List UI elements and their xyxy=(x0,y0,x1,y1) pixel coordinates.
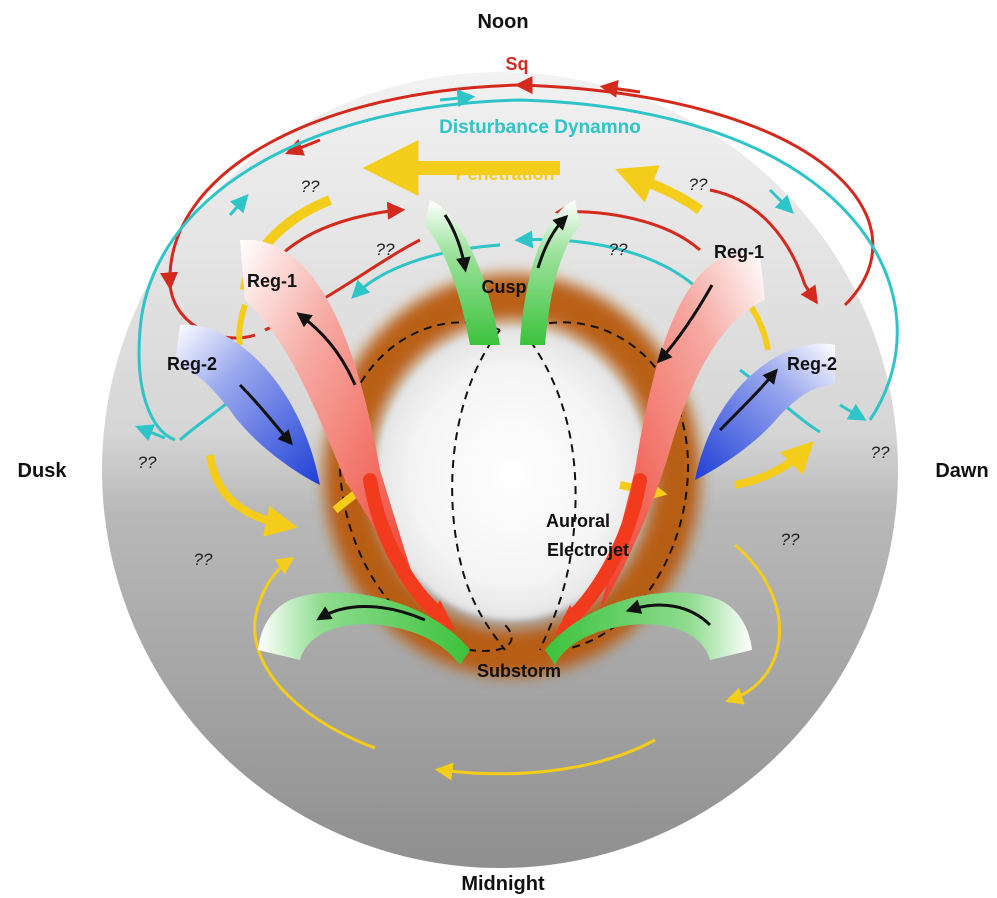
outer-yellow-circulation xyxy=(253,543,781,781)
label-disturbance-dynamo: Disturbance Dynamno xyxy=(439,117,641,138)
label-dawn: Dawn xyxy=(935,460,988,482)
cusp-current-dawn xyxy=(520,200,580,345)
label-reg1-dusk: Reg-1 xyxy=(247,271,297,291)
flow-arrows xyxy=(238,214,778,627)
label-reg2-dusk: Reg-2 xyxy=(167,354,217,374)
auroral-electrojet-arrows xyxy=(363,473,647,627)
label-noon: Noon xyxy=(477,11,528,33)
unknown-mark: ?? xyxy=(376,240,395,259)
unknown-mark: ?? xyxy=(194,550,213,569)
unknown-mark: ?? xyxy=(301,177,320,196)
label-reg2-dawn: Reg-2 xyxy=(787,354,837,374)
region2-dawn-current xyxy=(695,343,835,480)
unknown-mark: ?? xyxy=(138,453,157,472)
label-midnight: Midnight xyxy=(461,873,545,895)
unknown-mark: ?? xyxy=(689,175,708,194)
unknown-mark: ?? xyxy=(871,443,890,462)
label-dusk: Dusk xyxy=(18,460,68,482)
region1-dawn-current xyxy=(600,253,765,610)
unknown-mark: ?? xyxy=(781,530,800,549)
label-cusp: Cusp xyxy=(482,277,527,297)
cusp-current-dusk xyxy=(425,200,500,345)
label-substorm: Substorm xyxy=(477,661,561,681)
substorm-current-dusk xyxy=(258,592,470,665)
substorm-current-dawn xyxy=(545,592,752,665)
label-penetration: Penetration xyxy=(455,164,554,184)
label-sq: Sq xyxy=(505,54,528,74)
label-auroral: Auroral xyxy=(546,511,610,531)
label-reg1-dawn: Reg-1 xyxy=(714,242,764,262)
unknown-mark: ?? xyxy=(609,240,628,259)
label-electrojet: Electrojet xyxy=(547,540,629,560)
